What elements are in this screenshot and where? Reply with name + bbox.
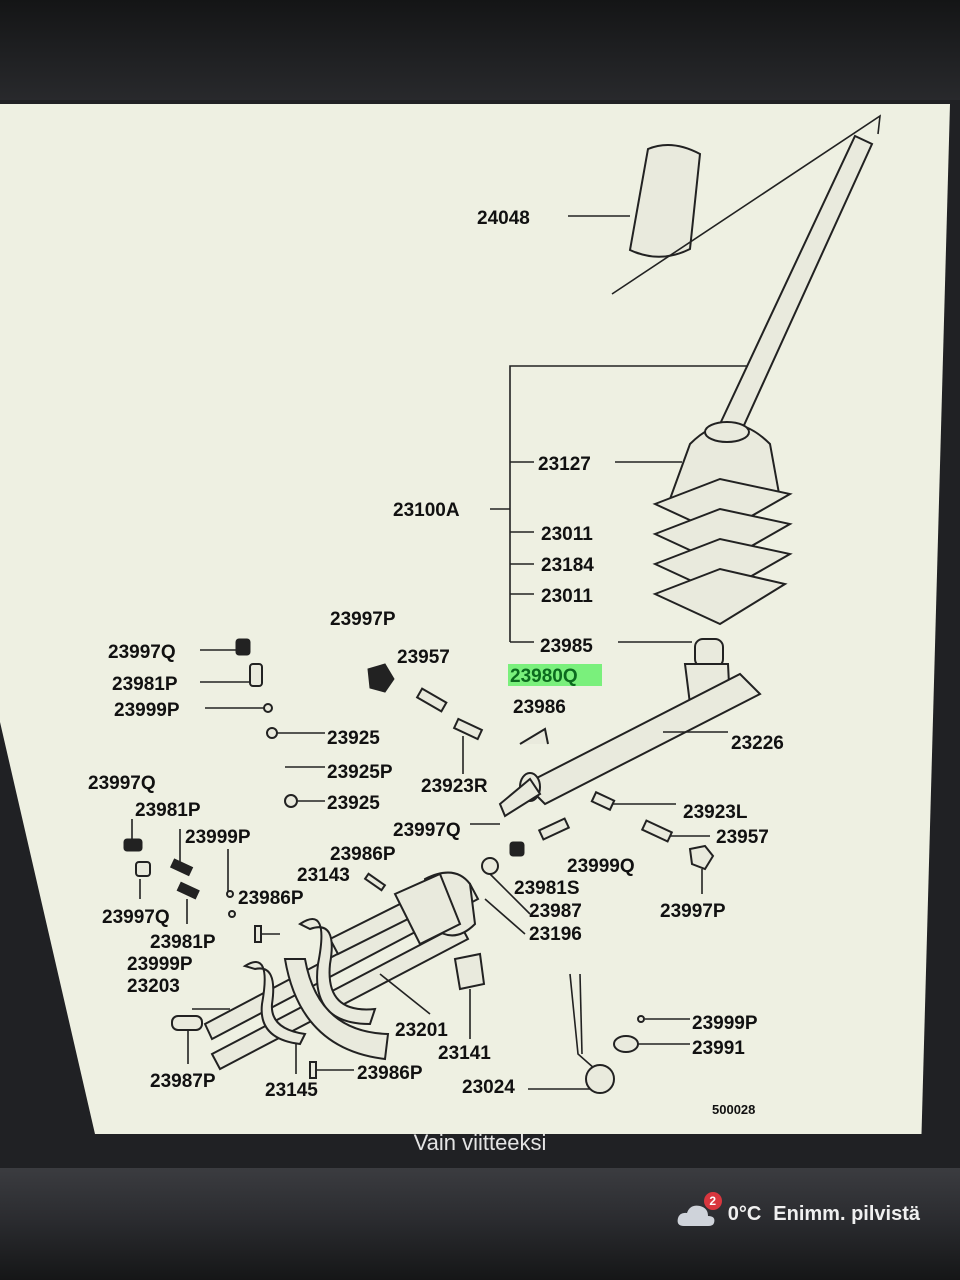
part-label: 23957 [716, 827, 769, 848]
reference-code: 500028 [712, 1102, 755, 1117]
part-label: 23991 [692, 1038, 745, 1059]
parts-diagram: 24048 23127 23100A 23011 23184 23011 239… [88, 114, 881, 1117]
part-label: 23925P [327, 762, 393, 783]
small-parts-mid [481, 790, 715, 875]
part-label: 23999P [127, 954, 193, 975]
part-label: 23997Q [393, 820, 461, 841]
part-label: 23024 [462, 1077, 515, 1098]
part-label: 23997Q [108, 642, 176, 663]
temperature: 0°C [727, 1202, 762, 1225]
part-label: 23957 [397, 647, 450, 668]
part-label: 23011 [541, 586, 593, 607]
part-label: 23999P [692, 1013, 758, 1034]
part-label: 24048 [477, 208, 530, 229]
weather-condition: Enimm. pilvistä [773, 1202, 920, 1225]
part-label: 23999Q [567, 856, 635, 877]
part-label: 23981P [150, 932, 216, 953]
part-label: 23997P [330, 609, 396, 630]
part-label: 23011 [541, 524, 593, 545]
notification-badge: 2 [703, 1192, 722, 1210]
part-label: 23923R [421, 776, 488, 797]
part-label: 23923L [683, 802, 748, 823]
shift-boot [652, 421, 793, 626]
image-caption: Vain viitteeksi [413, 1130, 547, 1155]
part-label: 23986P [238, 888, 304, 909]
part-label: 23145 [265, 1080, 318, 1101]
part-label: 23127 [538, 454, 591, 475]
part-label: 23981P [112, 674, 178, 695]
shift-knob [568, 144, 702, 258]
part-label: 23143 [297, 865, 350, 886]
part-label: 23997Q [88, 773, 156, 794]
highlight-marker [508, 664, 602, 686]
part-label: 23141 [438, 1043, 491, 1064]
shift-housing [498, 638, 762, 818]
part-label: 23203 [127, 976, 180, 997]
part-label: 23925 [327, 728, 380, 749]
weather-widget[interactable]: 2 0°C Enimm. pilvistä [676, 1192, 920, 1228]
part-label: 23925 [327, 793, 380, 814]
group-bracket [509, 365, 748, 642]
select-lever [569, 973, 645, 1094]
part-label: 23987P [150, 1071, 216, 1092]
part-label: 23999P [185, 827, 251, 848]
part-label: 23981P [135, 800, 201, 821]
monitor-bezel [0, 0, 960, 110]
part-label: 23226 [731, 733, 784, 754]
part-label: 23997Q [102, 907, 170, 928]
part-label: 23100A [393, 500, 460, 521]
shift-lever [718, 134, 874, 436]
part-label: 23986P [330, 844, 396, 865]
part-label: 23987 [529, 901, 582, 922]
part-label-highlighted: 23980Q [510, 666, 578, 687]
part-label: 23981S [514, 878, 580, 899]
part-label: 23999P [114, 700, 180, 721]
part-label: 23986 [513, 697, 566, 718]
taskbar [0, 1168, 960, 1280]
part-label: 23201 [395, 1020, 448, 1041]
part-label: 23184 [541, 555, 594, 576]
part-label: 23986P [357, 1063, 423, 1084]
small-parts-left [123, 838, 387, 1079]
arrow-line [611, 114, 881, 295]
cloud-icon: 2 [676, 1192, 722, 1228]
shift-rails-and-forks [171, 871, 486, 1071]
part-label: 23196 [529, 924, 582, 945]
part-label: 23985 [540, 636, 593, 657]
part-label: 23997P [660, 901, 726, 922]
